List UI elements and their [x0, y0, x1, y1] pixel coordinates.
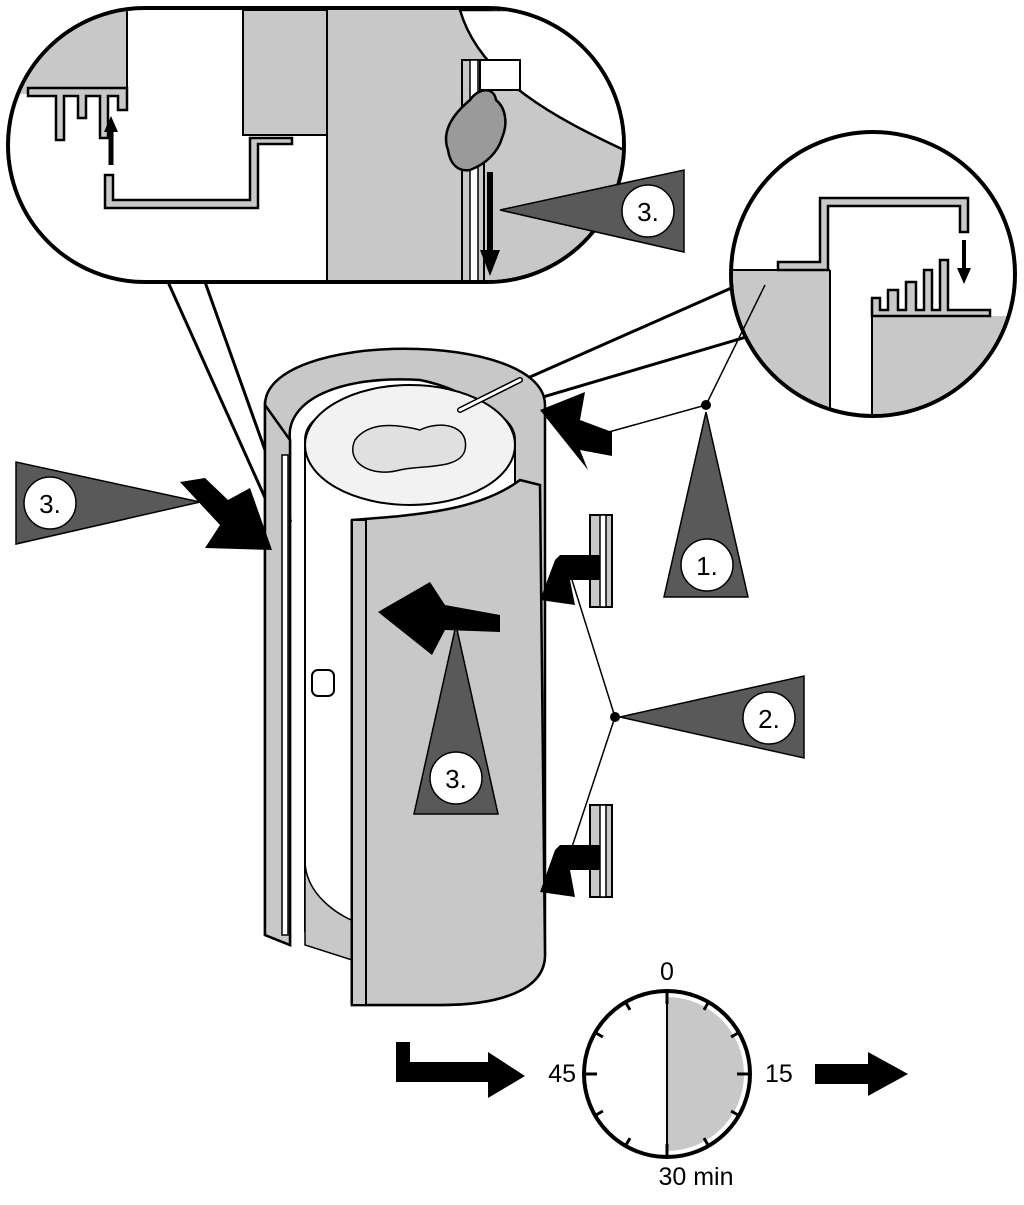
timer-tick — [702, 1137, 710, 1147]
leader-lines — [564, 284, 766, 869]
arrow-icon-step3-left — [180, 478, 272, 550]
timer-tick — [730, 1031, 740, 1039]
leader-dot-step1 — [701, 400, 711, 410]
pipe-connector — [311, 669, 335, 697]
timer-label-15: 15 — [765, 1060, 793, 1088]
detail-callout-right — [475, 130, 1017, 418]
timer-tick — [624, 1137, 632, 1147]
timer-label-30: 30 min — [658, 1163, 733, 1191]
arrow-down-icon — [957, 268, 971, 284]
water-tank-cylinder — [263, 347, 547, 1007]
timer-tick — [594, 1109, 604, 1117]
step-3-indicator-detail: 3. — [499, 169, 685, 253]
arrow-icon-step3-front — [378, 582, 500, 655]
arrow-icon-rail-lower — [540, 845, 600, 897]
timer-ticks — [584, 991, 750, 1157]
arrow-down-icon — [480, 250, 500, 276]
step-3-label-detail: 3. — [637, 197, 659, 227]
arrow-icon-rail-upper — [540, 555, 600, 605]
step-1-label: 1. — [696, 551, 718, 581]
timer-tick — [624, 1001, 632, 1011]
timer-section: 0 15 45 30 min — [396, 958, 908, 1191]
timer-label-45: 45 — [548, 1060, 576, 1088]
leader-dot-step2 — [610, 712, 620, 722]
timer-tick — [702, 1001, 710, 1011]
arrow-icon-timer-in — [396, 1042, 525, 1098]
step-3-label-front: 3. — [445, 764, 467, 794]
timer-label-0: 0 — [660, 958, 674, 986]
arrow-icon-step1 — [540, 392, 612, 470]
step-3-indicator-left: 3. — [15, 461, 201, 545]
detail-callout-top — [6, 6, 626, 522]
step-2-indicator: 2. — [619, 675, 805, 759]
step-1-indicator: 1. — [663, 411, 749, 598]
step-3-label-left: 3. — [39, 489, 61, 519]
timer-tick — [594, 1031, 604, 1039]
timer-elapsed-wedge — [667, 997, 744, 1151]
timer-tick — [730, 1109, 740, 1117]
hand-icon — [444, 89, 507, 172]
step-3-indicator-front: 3. — [413, 624, 499, 815]
mounting-rail-lower — [589, 804, 613, 898]
step-2-label: 2. — [758, 704, 780, 734]
arrow-icon-timer-out — [815, 1052, 908, 1096]
